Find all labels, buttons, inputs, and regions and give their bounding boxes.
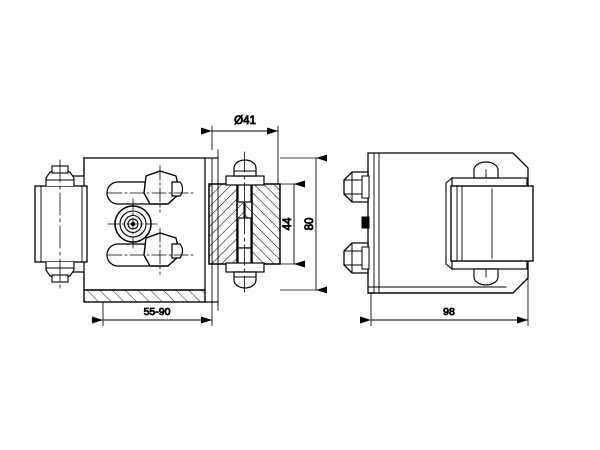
dimension-dia41: Ø41 [201,115,279,184]
dimension-98: 98 [360,278,529,326]
hex-bolt-lower [106,227,197,275]
base-plate [83,289,206,303]
section-bolt-head-bottom [225,262,265,289]
section-block-right [251,183,281,265]
dimension-group-right: 98 [360,278,529,326]
dimension-80: 80 [280,154,327,294]
dimension-55-90: 55-90 [92,302,213,326]
dimension-label-98: 98 [443,306,455,318]
hatched-section-block [204,149,281,311]
left-front-section-view [34,149,281,311]
hex-bolt-upper [106,165,197,213]
dimension-44: 44 [280,180,305,268]
hex-nut-lower [343,242,370,274]
section-block-left [208,183,238,265]
dimension-label-55-90: 55-90 [144,306,171,318]
hex-nut-upper [343,171,370,203]
section-bolt-head-top [225,159,265,186]
grease-nipple [107,198,159,250]
roller-cylinder [34,185,88,263]
dimension-label-80: 80 [304,218,316,231]
roller-side [445,161,534,286]
dimension-label-44: 44 [282,217,294,230]
dimension-group-left: Ø41 44 80 55-90 [92,115,327,326]
right-side-view [343,152,534,294]
centre-stud [361,216,370,229]
dimension-label-dia41: Ø41 [234,115,256,127]
base-edge [367,286,513,294]
